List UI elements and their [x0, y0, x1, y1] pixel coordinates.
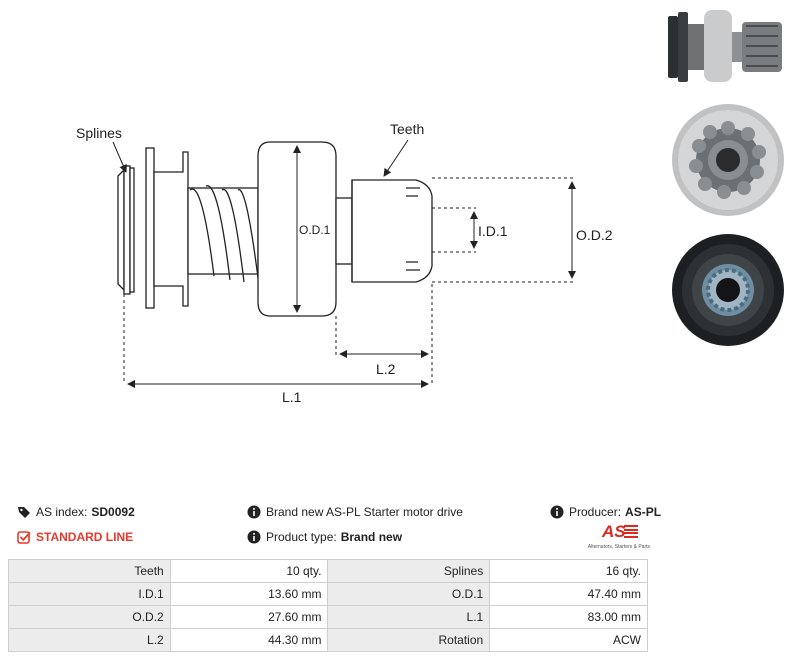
l2-label: L.2 — [376, 361, 396, 377]
tag-icon — [18, 507, 30, 518]
info-icon — [247, 530, 261, 544]
logo-bars-icon — [624, 525, 638, 538]
checkbox-check-icon — [17, 531, 31, 544]
standard-line-row: STANDARD LINE — [17, 530, 133, 544]
spec-label: Splines — [327, 559, 491, 583]
drive-spring — [189, 185, 259, 283]
producer-label: Producer: — [569, 505, 622, 519]
spec-value: 47.40 mm — [489, 582, 648, 606]
spec-value: 13.60 mm — [169, 582, 329, 606]
as-pl-logo: AS Alternators, Starters & Parts — [584, 522, 650, 554]
table-row: O.D.2 27.60 mm L.1 83.00 mm — [8, 605, 648, 629]
pinion-gear — [351, 179, 433, 283]
starter-drive-side-photo — [668, 10, 782, 82]
spec-value: 44.30 mm — [169, 628, 329, 652]
spec-label: I.D.1 — [8, 582, 171, 606]
spec-value: 83.00 mm — [489, 605, 648, 629]
standard-line-label: STANDARD LINE — [36, 530, 134, 544]
drive-flange-plate — [123, 165, 131, 295]
info-icon — [550, 505, 564, 519]
drive-disc — [145, 147, 155, 309]
spec-label: Teeth — [8, 559, 171, 583]
product-type-label: Product type: — [266, 530, 337, 544]
spec-value: ACW — [489, 628, 648, 652]
product-description: Brand new AS-PL Starter motor drive — [266, 505, 463, 519]
id1-label: I.D.1 — [478, 223, 508, 239]
product-description-row: Brand new AS-PL Starter motor drive — [247, 505, 463, 519]
splines-leader — [112, 141, 127, 173]
technical-drawing: Splines Teeth O.D.1 I.D.1 O.D.2 L.2 L.1 — [76, 121, 613, 405]
spec-value: 10 qty. — [169, 559, 329, 583]
as-index-row: AS index: SD0092 — [17, 505, 135, 519]
logo-brand: AS — [602, 522, 626, 541]
od1-label: O.D.1 — [299, 223, 331, 237]
spec-value: 27.60 mm — [169, 605, 329, 629]
spec-value: 16 qty. — [489, 559, 648, 583]
teeth-label: Teeth — [390, 121, 424, 137]
product-type-row: Product type: Brand new — [247, 530, 402, 544]
spec-label: O.D.2 — [8, 605, 171, 629]
table-row: I.D.1 13.60 mm O.D.1 47.40 mm — [8, 582, 648, 606]
table-row: L.2 44.30 mm Rotation ACW — [8, 628, 648, 652]
as-index-label: AS index: — [36, 505, 88, 519]
od2-label: O.D.2 — [576, 227, 613, 243]
spec-label: Rotation — [327, 628, 491, 652]
producer-row: Producer: AS-PL — [550, 505, 661, 519]
clutch-housing — [153, 151, 189, 307]
table-row: Teeth 10 qty. Splines 16 qty. — [8, 559, 648, 583]
splines-label: Splines — [76, 125, 122, 141]
logo-tagline: Alternators, Starters & Parts — [587, 544, 650, 550]
product-type-value: Brand new — [340, 530, 403, 544]
pinion-neck — [335, 197, 353, 265]
pinion-gear-front-photo — [672, 104, 784, 216]
spec-label: L.1 — [327, 605, 491, 629]
spec-label: L.2 — [8, 628, 171, 652]
drive-flange — [117, 168, 125, 292]
spec-label: O.D.1 — [327, 582, 491, 606]
producer-value: AS-PL — [625, 505, 662, 519]
l1-label: L.1 — [282, 389, 302, 405]
teeth-leader — [383, 139, 409, 177]
splined-hub-back-photo — [672, 234, 784, 346]
specification-table: Teeth 10 qty. Splines 16 qty. I.D.1 13.6… — [8, 559, 648, 652]
as-index-value: SD0092 — [91, 505, 135, 519]
info-icon — [247, 505, 261, 519]
